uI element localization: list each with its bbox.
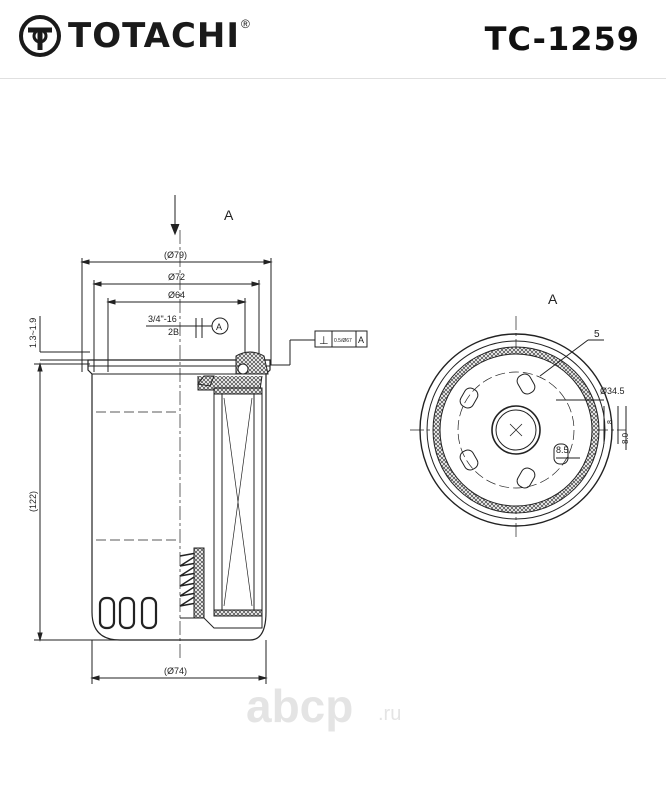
dim-slot-b: 8.0 — [621, 432, 630, 444]
watermark: abcp .ru — [246, 680, 401, 732]
outer-rim — [419, 333, 613, 527]
view-arrow-label: A — [224, 207, 234, 223]
brand-name: TOTACHI — [68, 16, 241, 56]
view-a-label: A — [548, 291, 558, 307]
datum-ref: A — [216, 322, 222, 332]
dim-bottom-dia: (Ø74) — [164, 666, 187, 676]
perp-symbol: ⊥ — [319, 335, 329, 347]
wrench-slot-3 — [140, 596, 158, 630]
dim-outer-dia: (Ø79) — [164, 250, 187, 260]
dim-thread: 3/4"-16 — [148, 314, 177, 324]
wrench-slot-2 — [118, 596, 136, 630]
dim-gasket-id: Ø64 — [168, 290, 185, 300]
filter-housing — [87, 359, 271, 641]
brand-logo: TOTACHI ® — [18, 14, 250, 58]
watermark-suffix: .ru — [378, 703, 401, 725]
view-arrow-head — [170, 223, 180, 236]
inlet-slots — [459, 373, 569, 489]
registered-mark: ® — [241, 17, 250, 31]
dim-slot-a: 8 — [607, 420, 614, 424]
perp-tolerance: 0.5/Ø67 — [334, 338, 352, 344]
watermark-text: abcp — [246, 680, 353, 732]
dim-top-offset: 1.3~1.9 — [28, 318, 38, 348]
dim-hole-circle: Ø34.5 — [600, 386, 625, 396]
dim-thread-class: 2B — [168, 327, 179, 337]
perp-datum: A — [358, 335, 364, 345]
wrench-slot-1 — [98, 596, 116, 630]
top-view-a: A 5 Ø34.5 8.5 8 8.0 — [410, 291, 630, 540]
part-number: TC-1259 — [484, 20, 640, 58]
dim-height: (122) — [28, 491, 38, 512]
dim-slot-width: 8.5 — [556, 445, 569, 455]
center-thread — [491, 405, 541, 455]
totachi-emblem-icon — [19, 15, 61, 57]
header-bar: TOTACHI ® TC-1259 — [0, 0, 666, 79]
dim-gasket-od: Ø72 — [168, 272, 185, 282]
side-view: A (Ø79) Ø72 Ø64 3/4"-16 2B A 1.3~1.9 — [28, 195, 368, 684]
dim-slot-count: 5 — [594, 329, 600, 340]
